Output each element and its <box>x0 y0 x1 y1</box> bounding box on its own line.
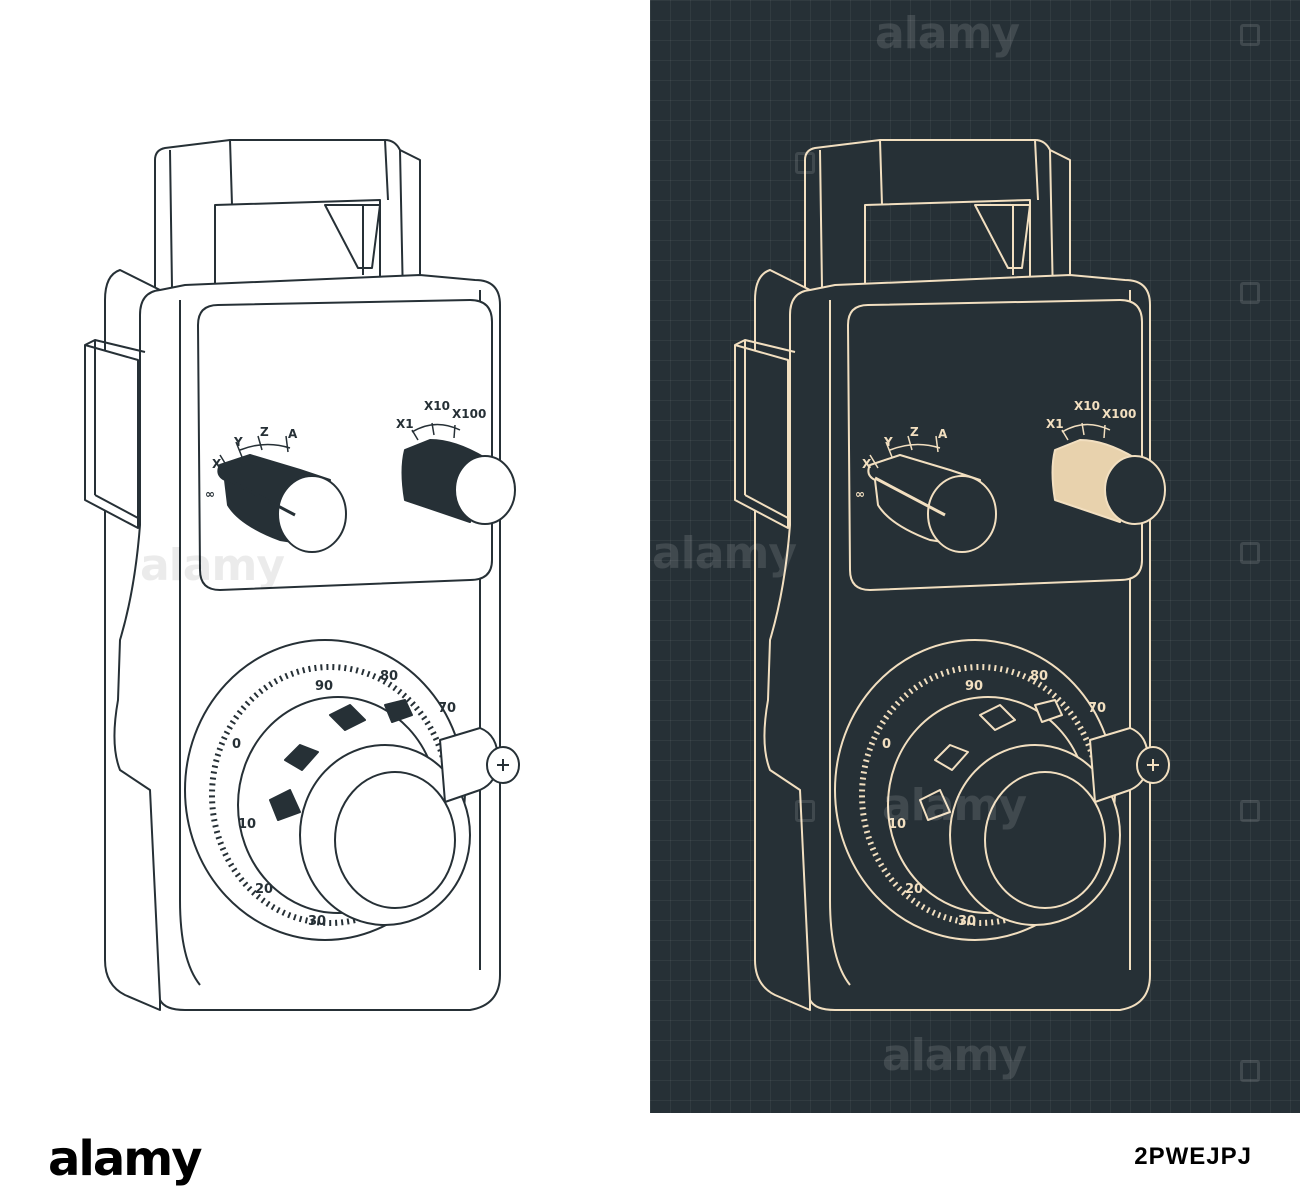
watermark-text-middle: alamy <box>652 528 797 579</box>
dial-number-70: 70 <box>1088 701 1106 716</box>
axis-scale-ticks <box>219 435 291 469</box>
dial-number-30: 30 <box>958 914 976 929</box>
crank-screw <box>1147 759 1159 771</box>
dial-number-20: 20 <box>255 882 273 897</box>
handle-edges <box>819 139 1054 301</box>
handle-inner-face <box>974 204 1031 269</box>
dial-number-70: 70 <box>438 701 456 716</box>
multiplier-label-x100: X100 <box>1102 407 1136 421</box>
multiplier-label-x10: X10 <box>424 399 450 413</box>
axis-label-y: Y <box>883 435 893 449</box>
axis-selector-pointer <box>224 476 296 517</box>
watermark-text: alamy <box>140 540 285 591</box>
dial-number-0: 0 <box>232 737 241 752</box>
watermark-text-dial: alamy <box>882 780 1027 831</box>
side-clip <box>84 344 139 529</box>
multiplier-scale-ticks <box>1061 422 1111 441</box>
alamy-logo: alamy <box>48 1131 203 1187</box>
axis-label-x: X <box>862 457 872 471</box>
multiplier-label-x1: X1 <box>396 417 414 431</box>
handwheel-center-cap <box>984 771 1106 909</box>
axis-label-z: Z <box>910 425 919 439</box>
handle-edges <box>169 139 404 301</box>
axis-label-y: Y <box>233 435 243 449</box>
watermark-logo-icon <box>1240 1060 1260 1082</box>
multiplier-label-x100: X100 <box>452 407 486 421</box>
multiplier-label-x1: X1 <box>1046 417 1064 431</box>
crank-screw <box>497 759 509 771</box>
dial-number-30: 30 <box>308 914 326 929</box>
watermark-logo-icon <box>1240 800 1260 822</box>
axis-off-label: ∞ <box>855 487 865 501</box>
side-clip-edge <box>84 339 146 519</box>
axis-label-x: X <box>212 457 222 471</box>
multiplier-label-x10: X10 <box>1074 399 1100 413</box>
dial-number-80: 80 <box>1030 669 1048 684</box>
side-clip <box>734 344 789 529</box>
axis-selector-knob-cap <box>927 475 997 553</box>
axis-scale-ticks <box>869 435 941 469</box>
axis-selector-pointer <box>874 476 946 517</box>
watermark-logo-icon <box>1240 24 1260 46</box>
dial-number-20: 20 <box>905 882 923 897</box>
watermark-text-bottom: alamy <box>882 1030 1027 1081</box>
multiplier-knob-cap <box>454 455 516 525</box>
axis-label-a: A <box>288 427 298 441</box>
handwheel-grips <box>919 699 1063 821</box>
handwheel-center-cap <box>334 771 456 909</box>
dial-number-10: 10 <box>888 817 906 832</box>
image-id-label: 2PWEJPJ <box>1134 1143 1252 1170</box>
dial-number-90: 90 <box>965 679 983 694</box>
axis-label-a: A <box>938 427 948 441</box>
multiplier-scale-ticks <box>411 422 461 441</box>
stock-photo-footer: alamy 2PWEJPJ <box>0 1113 1300 1203</box>
watermark-logo-icon <box>795 152 815 174</box>
dial-number-0: 0 <box>882 737 891 752</box>
axis-label-z: Z <box>260 425 269 439</box>
watermark-logo-icon <box>795 800 815 822</box>
watermark-logo-icon <box>1240 282 1260 304</box>
multiplier-knob-cap <box>1104 455 1166 525</box>
handwheel-grips <box>269 699 413 821</box>
dial-number-10: 10 <box>238 817 256 832</box>
side-clip-edge <box>734 339 796 519</box>
handle-inner-face <box>324 204 381 269</box>
axis-off-label: ∞ <box>205 487 215 501</box>
axis-selector-knob-cap <box>277 475 347 553</box>
watermark-logo-icon <box>1240 542 1260 564</box>
dial-number-80: 80 <box>380 669 398 684</box>
dial-number-90: 90 <box>315 679 333 694</box>
watermark-text-top: alamy <box>875 8 1020 59</box>
